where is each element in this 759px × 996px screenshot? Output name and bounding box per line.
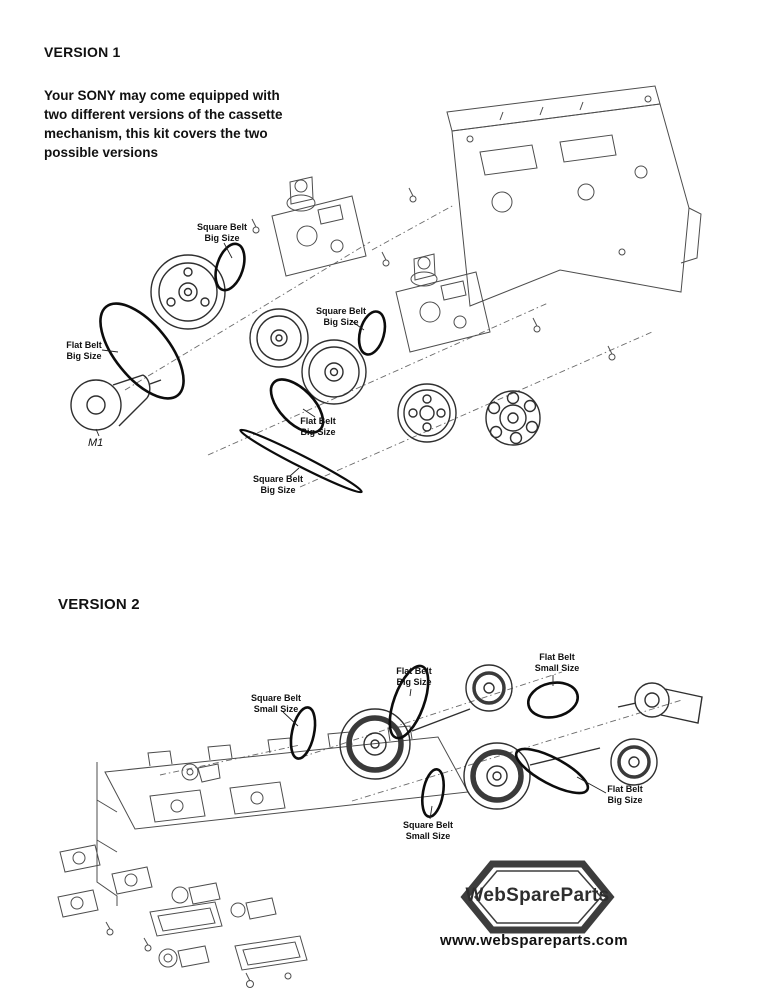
v2-flywheels-and-pulleys (339, 664, 703, 810)
motor-m1-label: M1 (88, 437, 104, 449)
v1-label-leader-lines (95, 242, 365, 477)
version1-heading: VERSION 1 (44, 44, 121, 60)
label-square-belt-big-1: Square Belt Big Size (196, 222, 248, 244)
v2-left-bracket (96, 762, 221, 906)
v2-axis-dashed-lines (159, 671, 683, 802)
v2-label-leader-lines (282, 675, 607, 820)
v1-axis-dashed-lines (124, 204, 653, 488)
label-flat-belt-small-1: Flat Belt Small Size (534, 652, 580, 674)
v1-belts (99, 242, 387, 494)
label-square-belt-big-3: Square Belt Big Size (252, 474, 304, 496)
label-square-belt-small-1: Square Belt Small Size (250, 693, 302, 715)
version2-art (57, 664, 703, 988)
v2-chassis-plate (104, 725, 469, 830)
website-url: www.webspareparts.com (440, 932, 628, 949)
v2-belts (289, 664, 590, 818)
v2-bottom-left-parts (57, 844, 308, 988)
label-flat-belt-big-1: Flat Belt Big Size (66, 340, 102, 362)
v1-mechanism-block-a (271, 176, 367, 277)
v1-pulleys (150, 254, 541, 446)
label-square-belt-small-2: Square Belt Small Size (402, 820, 454, 842)
version1-art (70, 85, 702, 494)
label-flat-belt-big-3: Flat Belt Big Size (396, 666, 432, 688)
version2-heading: VERSION 2 (58, 596, 140, 613)
label-flat-belt-big-2: Flat Belt Big Size (300, 416, 336, 438)
webspareparts-logo-hexagon (460, 860, 615, 934)
version1-description: Your SONY may come equipped with two dif… (44, 88, 283, 161)
label-flat-belt-big-4: Flat Belt Big Size (607, 784, 643, 806)
v1-back-panel (446, 85, 702, 307)
label-square-belt-big-2: Square Belt Big Size (315, 306, 367, 328)
v1-motor-m1 (70, 374, 162, 431)
v1-screws (251, 187, 616, 361)
v1-mechanism-block-b (395, 253, 491, 353)
webspareparts-logo-text: WebSpareParts (465, 885, 610, 906)
